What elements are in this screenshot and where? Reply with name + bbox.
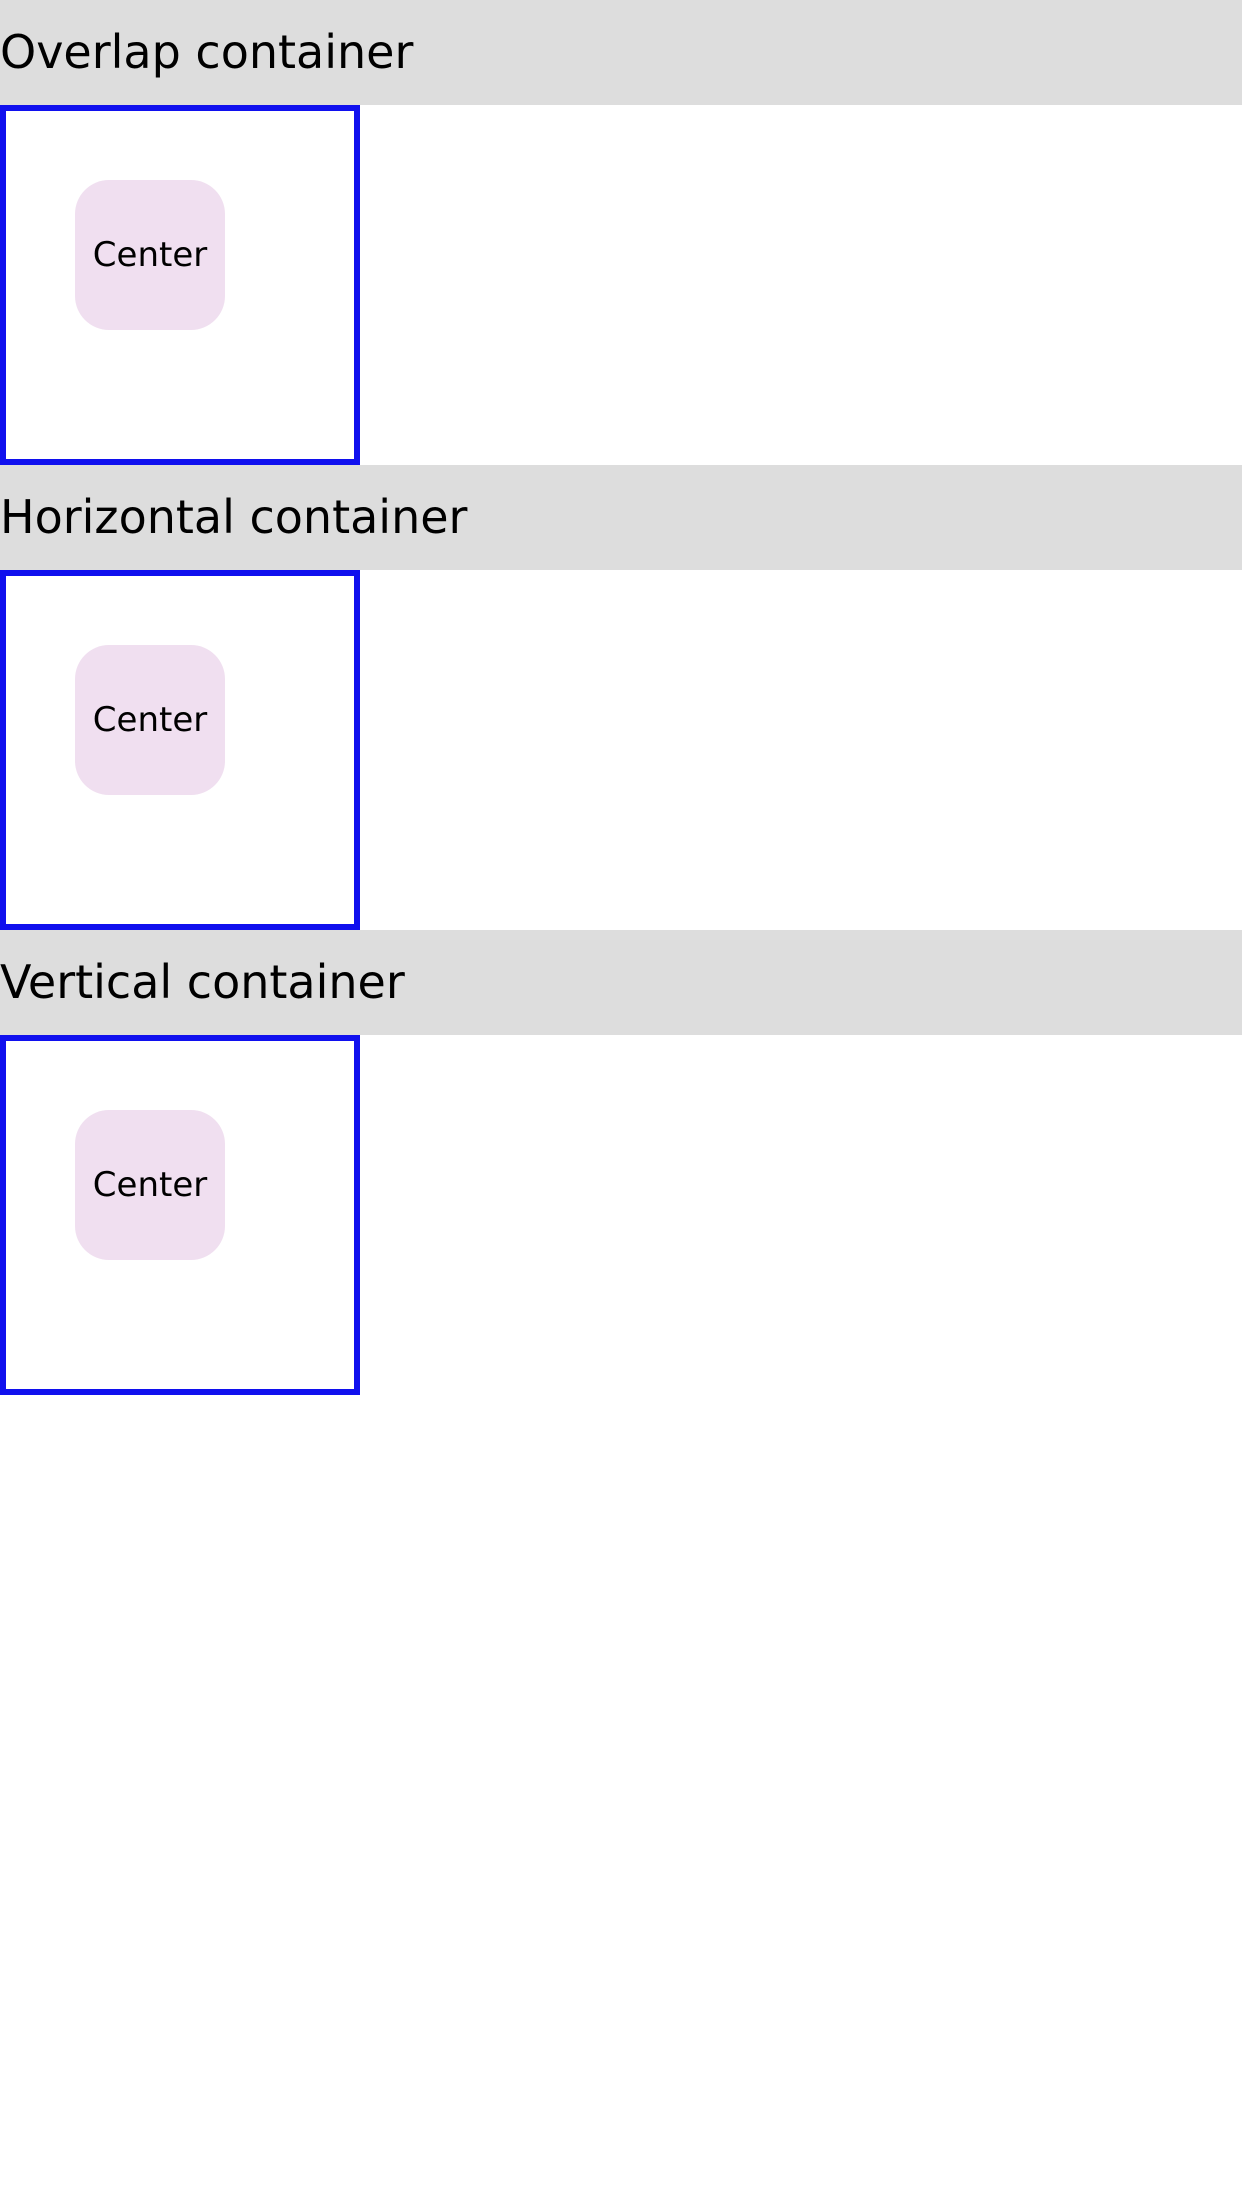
- overlap-container: Center: [0, 105, 360, 465]
- section-title: Horizontal container: [0, 490, 468, 544]
- section-title: Overlap container: [0, 25, 414, 79]
- horizontal-container: Center: [0, 570, 360, 930]
- center-item-label: Center: [92, 1165, 208, 1205]
- section-header-horizontal: Horizontal container: [0, 465, 1242, 570]
- section-header-vertical: Vertical container: [0, 930, 1242, 1035]
- center-item[interactable]: Center: [75, 180, 225, 330]
- section-title: Vertical container: [0, 955, 405, 1009]
- center-item[interactable]: Center: [75, 1110, 225, 1260]
- section-header-overlap: Overlap container: [0, 0, 1242, 105]
- center-item-label: Center: [92, 235, 208, 275]
- vertical-container: Center: [0, 1035, 360, 1395]
- center-item[interactable]: Center: [75, 645, 225, 795]
- center-item-label: Center: [92, 700, 208, 740]
